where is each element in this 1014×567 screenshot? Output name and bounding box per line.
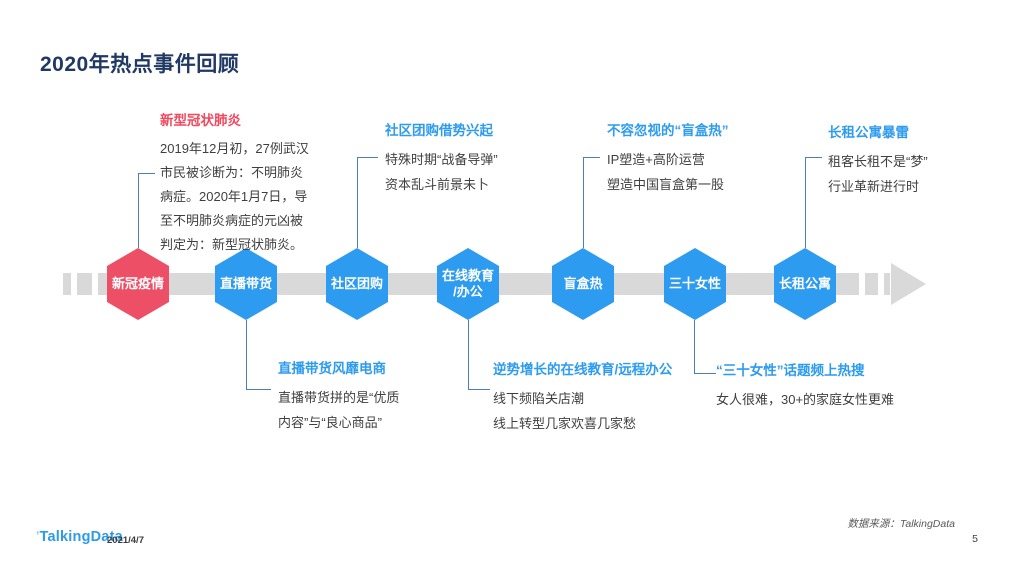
annotation-online-education: 逆势增长的在线教育/远程办公 线下频陷关店潮 线上转型几家欢喜几家愁 <box>493 361 723 436</box>
annotation-thirty-women: “三十女性”话题频上热搜 女人很难，30+的家庭女性更难 <box>716 362 946 412</box>
footer-date: 2021/4/7 <box>107 535 144 546</box>
timeline-end-dash <box>884 273 890 295</box>
logo-tick-icon: ’ <box>36 529 40 543</box>
timeline-node-livestream: 直播带货 <box>215 248 277 320</box>
timeline-node-thirty-women: 三十女性 <box>664 248 726 320</box>
connector-line <box>246 320 271 390</box>
connector-line <box>138 173 155 248</box>
talkingdata-logo: ’TalkingData <box>36 529 123 545</box>
annotation-long-rental: 长租公寓暴雷 租客长租不是“梦” 行业革新进行时 <box>828 124 1008 199</box>
annotation-body: 女人很难，30+的家庭女性更难 <box>716 392 895 407</box>
timeline-node-long-rental: 长租公寓 <box>774 248 836 320</box>
annotation-blind-box: 不容忽视的“盲盒热” IP塑造+高阶运营 塑造中国盲盒第一股 <box>607 122 827 197</box>
timeline-node-online-education: 在线教育 /办公 <box>437 248 499 320</box>
logo-text: TalkingData <box>39 529 123 545</box>
annotation-body: IP塑造+高阶运营 塑造中国盲盒第一股 <box>607 152 725 192</box>
annotation-livestream: 直播带货风靡电商 直播带货拼的是“优质 内容”与“良心商品” <box>278 360 488 435</box>
page-title: 2020年热点事件回顾 <box>40 53 240 76</box>
timeline-end-dash <box>865 273 878 295</box>
annotation-group-buying: 社区团购借势兴起 特殊时期“战备导弹” 资本乱斗前景未卜 <box>385 122 605 197</box>
annotation-body: 直播带货拼的是“优质 内容”与“良心商品” <box>278 390 400 430</box>
page-number: 5 <box>972 533 978 545</box>
annotation-title: 新型冠状肺炎 <box>160 113 241 128</box>
annotation-title: 社区团购借势兴起 <box>385 123 493 138</box>
annotation-body: 线下频陷关店潮 线上转型几家欢喜几家愁 <box>493 391 637 431</box>
annotation-body: 租客长租不是“梦” 行业革新进行时 <box>828 154 928 194</box>
annotation-title: 长租公寓暴雷 <box>828 125 909 140</box>
timeline-node-blind-box: 盲盒热 <box>552 248 614 320</box>
timeline-node-group-buying: 社区团购 <box>326 248 388 320</box>
data-source: 数据来源：TalkingData <box>847 518 955 530</box>
annotation-title: “三十女性”话题频上热搜 <box>716 363 865 378</box>
timeline-start-dash <box>63 273 71 295</box>
annotation-body: 特殊时期“战备导弹” 资本乱斗前景未卜 <box>385 152 498 192</box>
timeline-arrow-icon <box>891 263 926 305</box>
timeline-node-covid: 新冠疫情 <box>107 248 169 320</box>
connector-line <box>694 320 716 374</box>
timeline-start-dash <box>77 273 92 295</box>
annotation-title: 逆势增长的在线教育/远程办公 <box>493 362 673 377</box>
connector-line <box>357 157 378 248</box>
connector-line <box>583 157 600 248</box>
connector-line <box>805 157 822 248</box>
annotation-title: 不容忽视的“盲盒热” <box>607 123 729 138</box>
annotation-covid: 新型冠状肺炎 2019年12月初，27例武汉 市民被诊断为：不明肺炎 病症。20… <box>160 112 410 257</box>
connector-line <box>468 320 490 390</box>
annotation-body: 2019年12月初，27例武汉 市民被诊断为：不明肺炎 病症。2020年1月7日… <box>160 141 309 252</box>
annotation-title: 直播带货风靡电商 <box>278 361 386 376</box>
